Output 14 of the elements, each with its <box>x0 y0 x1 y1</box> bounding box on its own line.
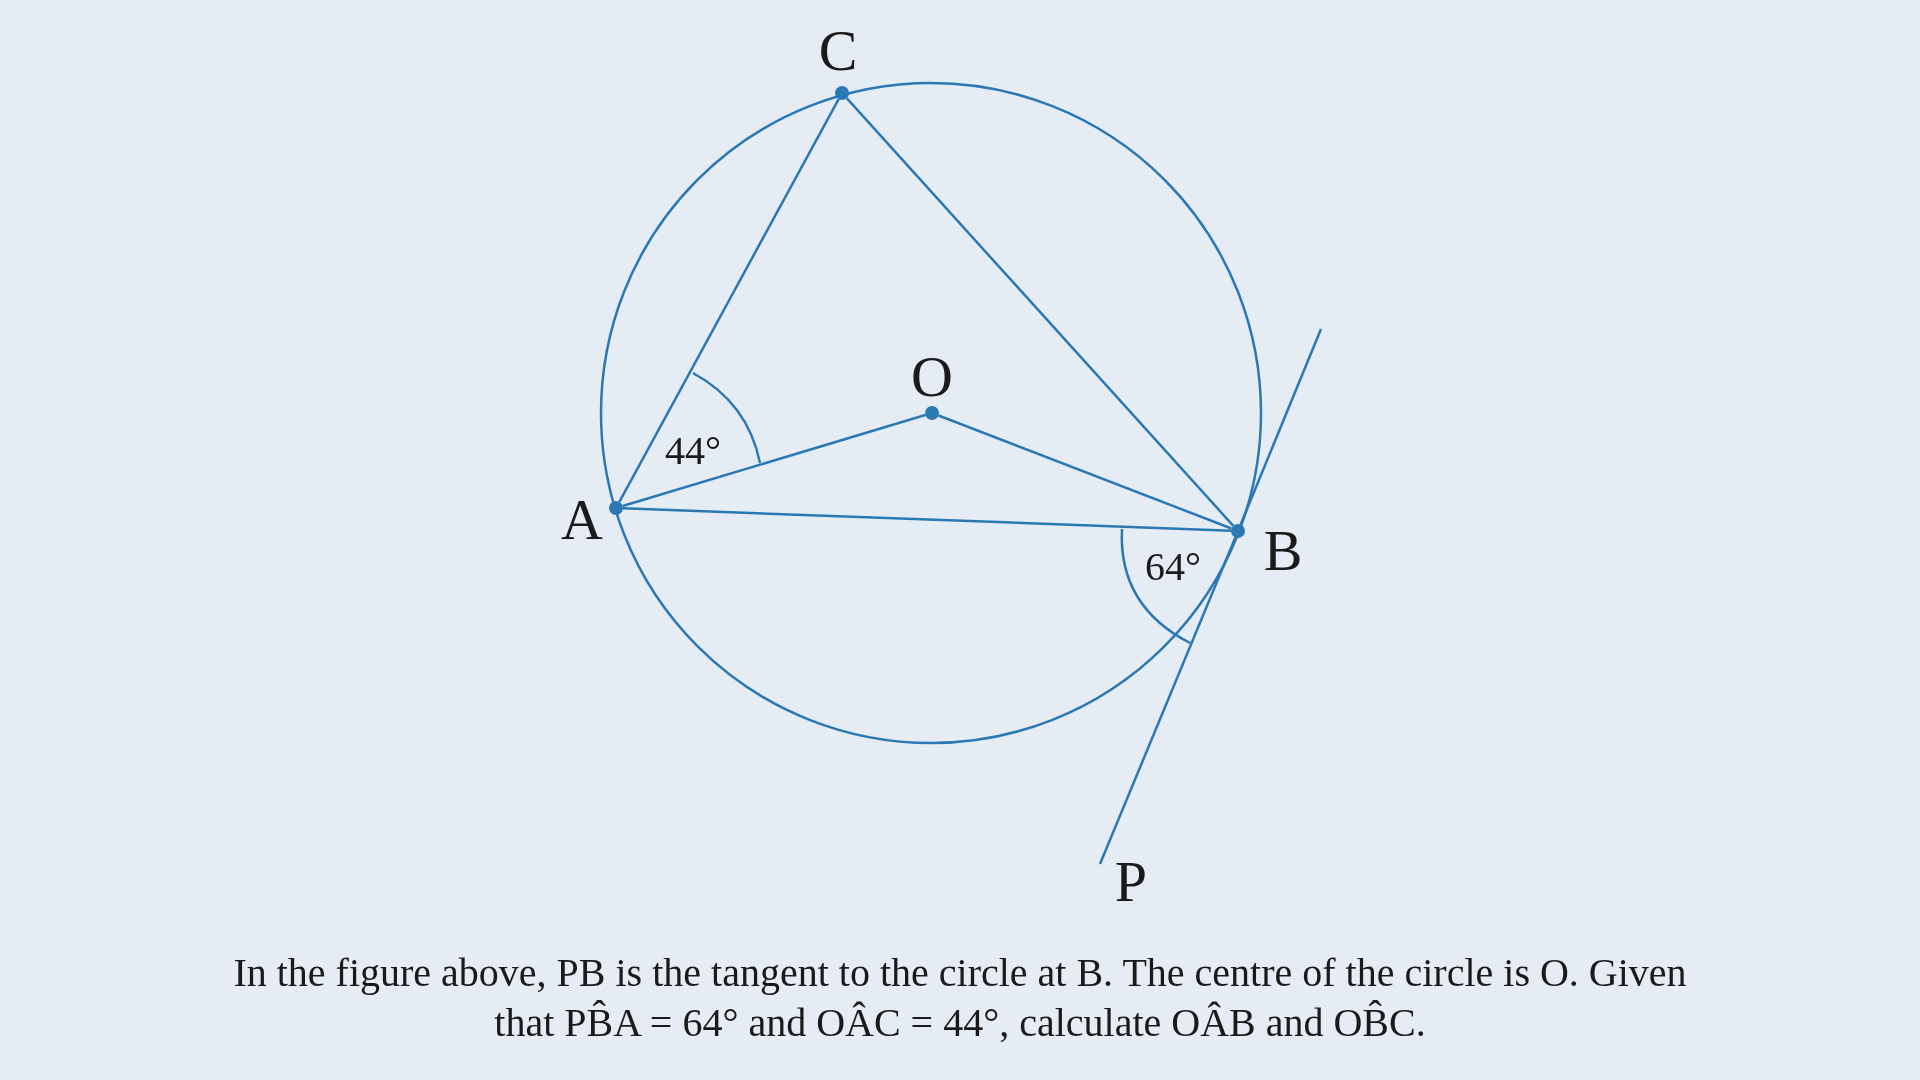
line-segment <box>622 507 1232 532</box>
line-segment <box>618 98 840 503</box>
point-label: P <box>1114 853 1148 911</box>
tangent-line <box>1098 537 1237 865</box>
point-label: O <box>911 348 953 406</box>
point-label: C <box>818 22 858 80</box>
angle-label: 64° <box>1145 547 1201 587</box>
point-label: A <box>561 491 603 549</box>
angle-label: 44° <box>665 431 721 471</box>
caption: In the figure above, PB is the tangent to the circle at B. The centre of the circle is O. Given that PB̂A = 64° and OÂC = 44°, calculate OÂB and OB̂C. <box>232 949 1688 1047</box>
line-segment <box>938 414 1232 530</box>
point-label: B <box>1263 522 1303 580</box>
line-segment <box>622 413 926 508</box>
line-segment <box>845 97 1235 527</box>
